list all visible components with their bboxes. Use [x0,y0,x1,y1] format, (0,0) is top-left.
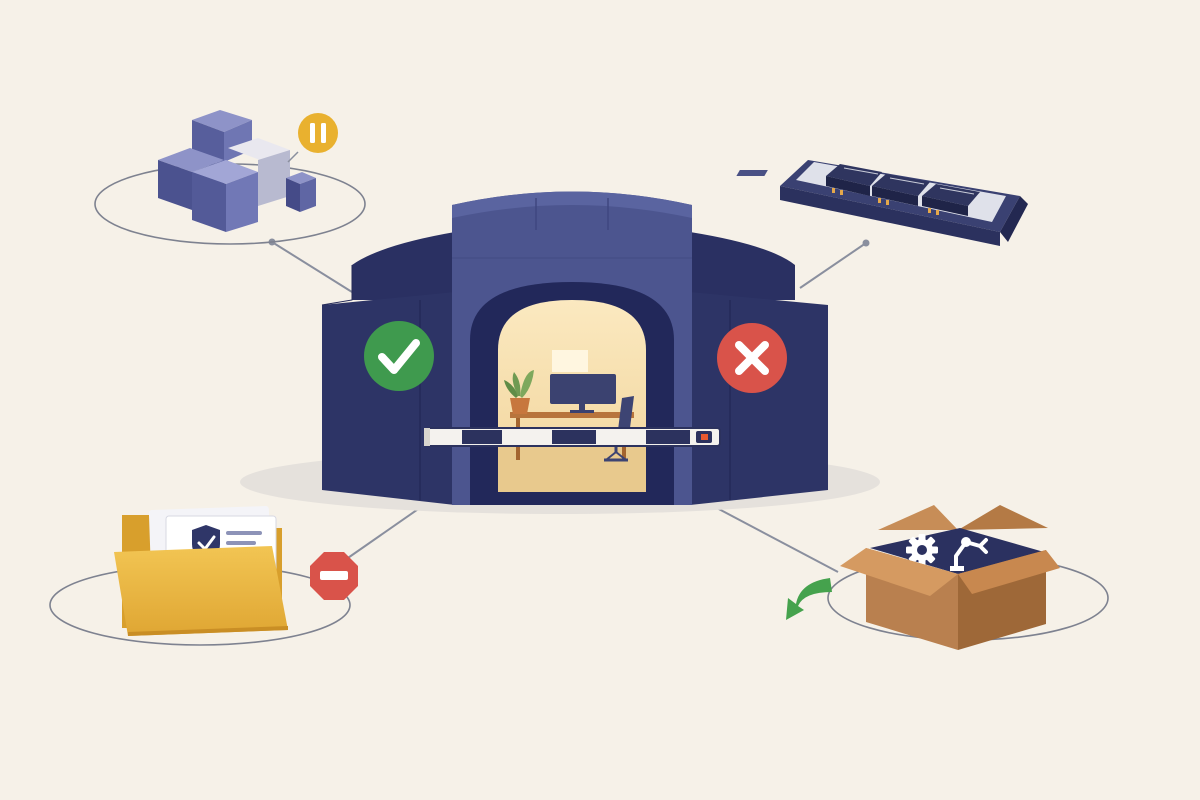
hardware-module-tray [736,160,1028,246]
chip-icon [736,164,882,196]
no-entry-icon [320,571,348,580]
desk [510,412,634,418]
chip-icon [922,184,980,216]
document-folder [49,506,358,646]
barrier-gate [424,427,721,447]
connector-bottom-right [714,506,839,573]
cube-stack [94,110,366,245]
approve-badge [364,321,434,391]
deny-badge [717,323,787,393]
cross-icon [735,341,769,375]
software-package-box [786,505,1109,650]
checkmark-icon [378,339,420,374]
robot-arm-icon [950,537,988,571]
pause-badge [298,113,338,153]
barrier-light [701,434,708,440]
curved-arrow-icon [786,578,832,620]
no-entry-badge [310,552,358,600]
connector-bottom-left [344,504,425,561]
monitor-icon [550,374,616,413]
chip-icon [872,174,930,206]
connector-top-left [271,241,353,293]
gateway-building [321,191,828,505]
plant-icon [504,370,534,414]
connector-top-right [799,242,867,289]
pause-icon [310,123,326,143]
gear-icon [906,534,938,566]
connector-lines [268,238,870,573]
